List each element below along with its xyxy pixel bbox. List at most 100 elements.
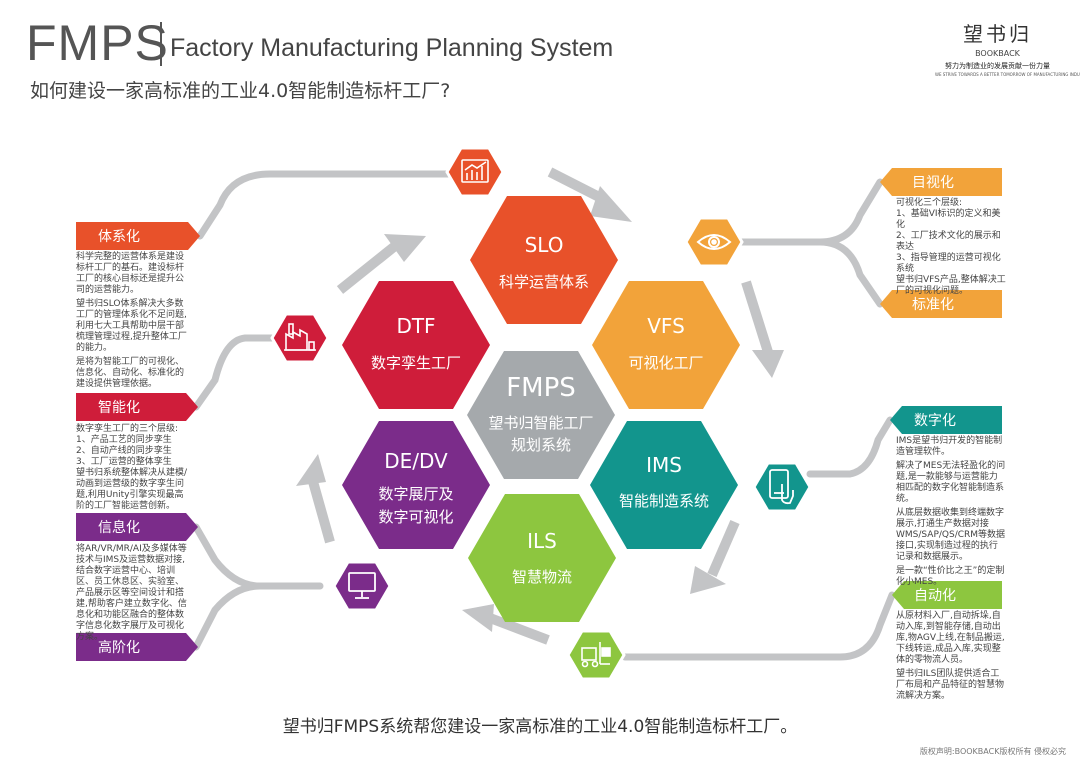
hex-slo: [470, 196, 618, 324]
svg-text:高阶化: 高阶化: [98, 639, 140, 656]
eye-icon: [696, 234, 732, 250]
bar-chart-icon: [461, 159, 489, 183]
slo-text-1: 科学完整的运营体系是建设标杆工厂的基石。建设标杆工厂的核心目标还是提升公司的运营…: [76, 252, 185, 295]
page-title: FMPS: [26, 15, 169, 71]
arrowhead-1: [590, 186, 632, 222]
dtf-text-1: 数字孪生工厂的三个层级:: [76, 424, 179, 434]
copyright-notice: 版权声明:BOOKBACK版权所有 侵权必究: [919, 747, 1066, 756]
connector-ils-zidonghua: [621, 591, 896, 661]
dtf-text-2: 望书归系统整体解决从建模/动画到运营级的数字孪生问题,利用Unity引擎实现最高…: [76, 468, 188, 511]
svg-text:目视化: 目视化: [912, 175, 954, 191]
logo-en: BOOKBACK: [975, 49, 1020, 58]
flow-arrow-vfs-ims: [741, 280, 773, 354]
hex-ims-abbr: IMS: [646, 453, 682, 477]
flow-arrow-ims-ils: [707, 520, 740, 577]
hex-dedv-label-2: 数字可视化: [378, 508, 453, 526]
hex-dedv-label-1: 数字展厅及: [378, 485, 453, 503]
icon-hex-vfs: [684, 216, 744, 268]
tag-shuzihua: 数字化: [890, 406, 1002, 434]
vfs-text-2: 望书归VFS产品,整体解决工厂的可视化问题。: [896, 275, 1006, 296]
ims-text-3: 从底层数据收集到终端数字展示,打通生产数据对接WMS/SAP/QS/CRM等数据…: [896, 508, 1006, 562]
dedv-description: 将AR/VR/MR/AI及多媒体等技术与IMS及运营数据对接,结合数字运营中心、…: [76, 544, 190, 646]
flow-arrow-dedv-dtf: [307, 476, 335, 544]
ils-text-1: 从原材料入厂,自动拆垛,自动入库,到智能存储,自动出库,物AGV上线,在制品搬运…: [896, 611, 1005, 665]
connector-vfs-biaozhunhua: [816, 238, 884, 308]
icon-hex-slo: [445, 146, 505, 198]
dedv-text-1: 将AR/VR/MR/AI及多媒体等技术与IMS及运营数据对接,结合数字运营中心、…: [76, 544, 187, 642]
tag-gaojiehua: 高阶化: [76, 633, 198, 661]
arrowhead-3: [690, 566, 726, 594]
ims-text-4: 是一款“性价比之王”的定制化小MES。: [896, 566, 1005, 587]
icon-hex-dtf: [270, 312, 330, 364]
connector-dedv-gaojiehua: [192, 582, 264, 651]
icon-hex-dedv: [332, 560, 392, 612]
slo-text-2: 望书归SLO体系解决大多数工厂的管理体系化不足问题,利用七大工具帮助中层干部梳理…: [76, 299, 187, 353]
brand-logo: 望书归 BOOKBACK 努力为制造业的发展贡献一份力量 WE STRIVE T…: [935, 18, 1080, 77]
slo-text-3: 是将为智能工厂的可视化、信息化、自动化、标准化的建设提供管理依据。: [76, 357, 185, 389]
slo-description: 科学完整的运营体系是建设标杆工厂的基石。建设标杆工厂的核心目标还是提升公司的运营…: [76, 252, 190, 393]
arrowhead-4: [462, 604, 494, 632]
flow-arrowheads: [296, 186, 784, 632]
ims-text-1: IMS是望书归开发的智能制造管理软件。: [896, 436, 1003, 457]
center-title: FMPS: [506, 373, 576, 403]
dtf-list-3: 3、工厂运营的整体孪生: [76, 457, 172, 467]
hex-dtf-label: 数字孪生工厂: [371, 354, 461, 372]
connector-dedv-xinxihua: [192, 523, 324, 590]
hex-center: [467, 351, 615, 479]
factory-icon: [284, 323, 316, 351]
connector-ims-shuzihua: [806, 416, 894, 478]
center-line-2: 规划系统: [511, 436, 571, 454]
hex-slo-label: 科学运营体系: [499, 273, 589, 291]
hex-vfs: [592, 281, 740, 409]
connector-lines: [192, 170, 896, 661]
logo-slogan-en: WE STRIVE TOWARDS A BETTER TOMORROW OF M…: [935, 72, 1080, 77]
hex-slo-abbr: SLO: [525, 233, 564, 257]
hex-dtf: [342, 281, 490, 409]
hex-dtf-abbr: DTF: [396, 314, 435, 338]
arrowhead-5: [296, 454, 326, 486]
svg-text:信息化: 信息化: [98, 519, 140, 536]
hex-ils: [468, 494, 616, 622]
hex-ims-label: 智能制造系统: [619, 492, 709, 510]
tag-tixihua: 体系化: [76, 222, 200, 250]
flow-arrow-dtf-slo: [336, 242, 399, 294]
vfs-list-1: 1、基础VI标识的定义和美化: [896, 209, 1001, 230]
arrowhead-2: [752, 350, 784, 378]
ims-text-2: 解决了MES无法轻盈化的问题,是一款能够与运营能力相匹配的数字化智能制造系统。: [896, 461, 1006, 504]
vfs-list-2: 2、工厂技术文化的展示和表达: [896, 231, 1001, 252]
dtf-description: 数字孪生工厂的三个层级: 1、产品工艺的同步孪生 2、自动产线的同步孪生 3、工…: [76, 424, 190, 515]
hex-ils-abbr: ILS: [527, 529, 557, 553]
icon-hex-ils: [566, 629, 626, 681]
title-divider: [160, 22, 162, 66]
tag-biaozhunhua: 标准化: [880, 290, 1002, 318]
icon-hex-ims: [752, 461, 812, 513]
connector-slo-tixihua: [196, 170, 452, 240]
touch-tablet-icon: [769, 469, 794, 505]
flow-arrow-slo-vfs: [547, 167, 608, 205]
page-title-full: Factory Manufacturing Planning System: [170, 34, 614, 62]
center-line-1: 望书归智能工厂: [488, 414, 593, 432]
svg-text:体系化: 体系化: [98, 229, 140, 245]
ims-description: IMS是望书归开发的智能制造管理软件。 解决了MES无法轻盈化的问题,是一款能够…: [896, 436, 1006, 591]
svg-text:标准化: 标准化: [912, 297, 954, 313]
flow-arrow-ils-dedv: [488, 613, 550, 645]
vfs-description: 可视化三个层级: 1、基础VI标识的定义和美化 2、工厂技术文化的展示和表达 3…: [896, 198, 1006, 300]
logo-cn: 望书归: [963, 22, 1032, 46]
page-subtitle: 如何建设一家高标准的工业4.0智能制造标杆工厂?: [30, 80, 451, 102]
connector-vfs-mushihua: [736, 178, 884, 246]
logo-slogan: 努力为制造业的发展贡献一份力量: [945, 62, 1050, 70]
arrowhead-6: [384, 234, 426, 262]
tag-zhinenghua: 智能化: [76, 393, 198, 421]
svg-text:智能化: 智能化: [98, 400, 140, 416]
ils-description: 从原材料入厂,自动拆垛,自动入库,到智能存储,自动出库,物AGV上线,在制品搬运…: [896, 611, 1006, 705]
tag-xinxihua: 信息化: [76, 513, 198, 541]
svg-text:数字化: 数字化: [914, 413, 956, 429]
forklift-icon: [581, 642, 611, 668]
bottom-slogan: 望书归FMPS系统帮您建设一家高标准的工业4.0智能制造标杆工厂。: [282, 717, 798, 737]
tag-zidonghua: 自动化: [892, 581, 1002, 609]
svg-text:自动化: 自动化: [914, 588, 956, 604]
vfs-text-1: 可视化三个层级:: [896, 198, 963, 208]
hex-ims: [590, 421, 738, 549]
hex-dedv-abbr: DE/DV: [384, 449, 448, 473]
